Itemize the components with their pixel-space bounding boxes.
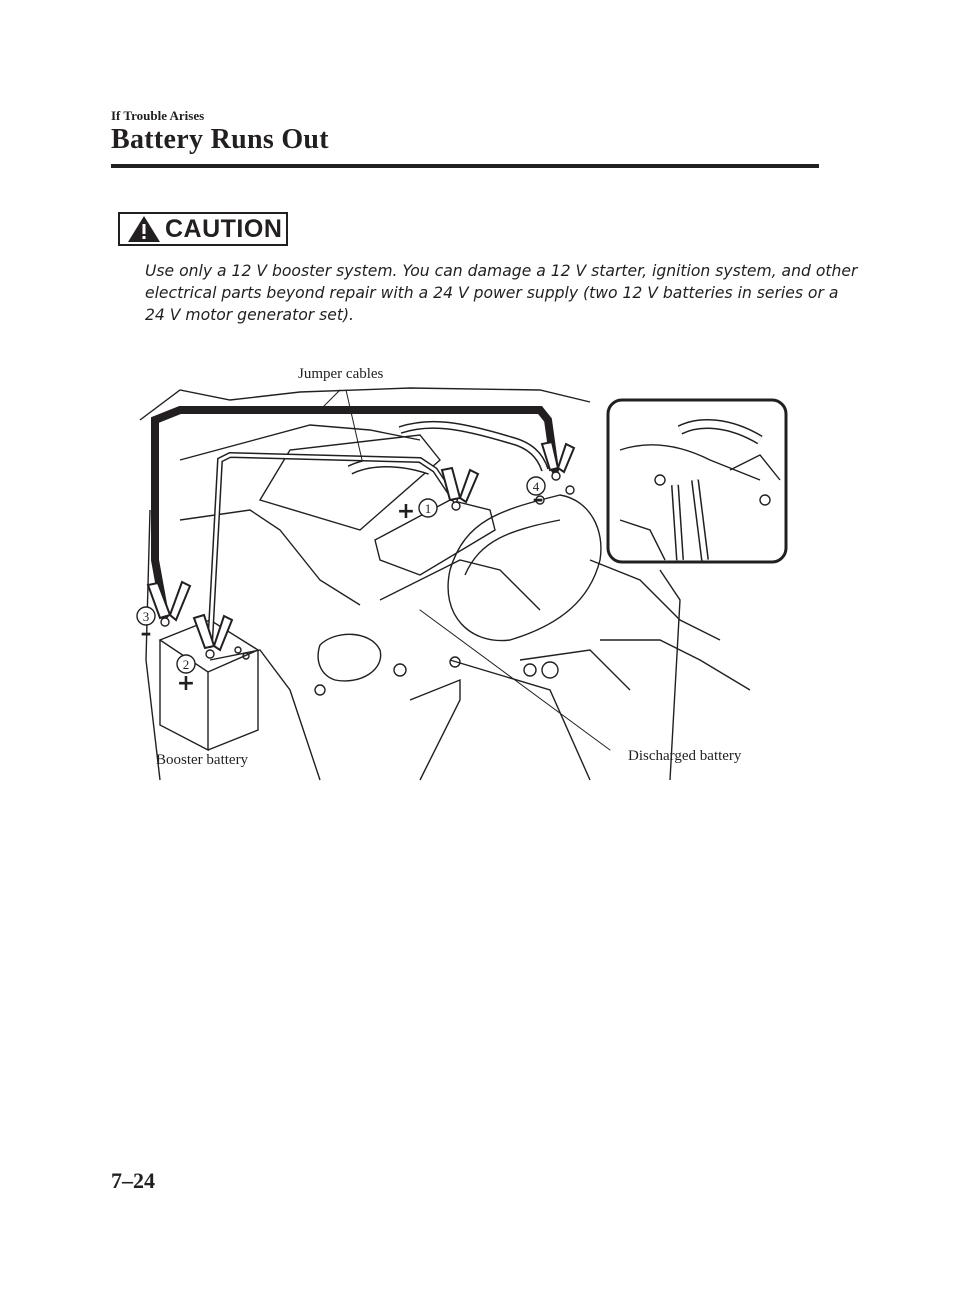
plus-sign-booster: + xyxy=(177,671,195,696)
marker-4-label: 4 xyxy=(533,479,540,494)
marker-2-label: 2 xyxy=(183,657,190,672)
marker-3-label: 3 xyxy=(143,609,150,624)
marker-2 xyxy=(176,654,196,674)
page-number: 7–24 xyxy=(111,1168,155,1193)
page-title: Battery Runs Out xyxy=(111,124,329,155)
marker-4 xyxy=(526,476,546,496)
booster-battery-label: Booster battery xyxy=(156,752,249,768)
caution-line: 24 V motor generator set). xyxy=(145,306,355,324)
caution-box: CAUTION xyxy=(118,212,288,246)
plus-sign-discharged: + xyxy=(397,499,415,524)
title-rule xyxy=(111,164,819,168)
marker-1 xyxy=(418,498,438,518)
caution-text: Use only a 12 V booster system. You can … xyxy=(145,260,858,326)
warning-triangle-icon xyxy=(128,216,160,242)
marker-3 xyxy=(136,606,156,626)
minus-sign-booster: – xyxy=(141,621,152,646)
caution-line: Use only a 12 V booster system. You can … xyxy=(145,262,858,280)
caution-heading: CAUTION xyxy=(165,214,283,243)
jumper-cables-label: Jumper cables xyxy=(298,366,384,382)
engine-bay-illustration: 1 2 3 4 + + – – xyxy=(136,387,788,781)
minus-sign-ground: – xyxy=(533,487,544,512)
caution-line: electrical parts beyond repair with a 24… xyxy=(145,284,839,302)
section-label: If Trouble Arises xyxy=(111,108,205,123)
jump-start-figure: 1 2 3 4 + + – – Jumper cables Booster ba… xyxy=(120,360,810,790)
discharged-battery-label: Discharged battery xyxy=(628,748,742,764)
marker-1-label: 1 xyxy=(425,501,432,516)
